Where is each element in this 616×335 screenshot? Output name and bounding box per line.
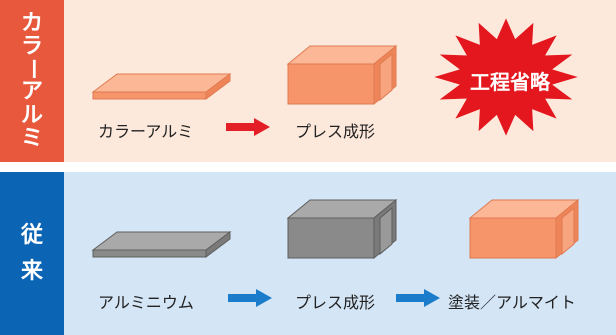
color-aluminum-label: カラーアルミ (98, 122, 194, 141)
coating-anodizing-label: 塗装／アルマイト (448, 293, 576, 312)
color-aluminum-panel: カ ラ ー ア ル ミ 工程省略 カラーアルミ プレス成形 (0, 0, 616, 162)
right-arrow-icon (396, 289, 440, 307)
side-label-char: ー (19, 58, 45, 81)
flat-sheet-icon (91, 73, 232, 100)
side-label-char: ル (20, 102, 43, 128)
coated-box-icon (468, 198, 580, 260)
press-forming-label: プレス成形 (295, 293, 376, 312)
conventional-panel: 従 来 アルミニウム プレス成形 塗装／アルマイト (0, 172, 616, 335)
side-label-char: カ (20, 11, 43, 37)
side-label-char: 来 (20, 258, 43, 284)
right-arrow-icon (228, 289, 272, 307)
starburst-icon (434, 18, 578, 136)
burst-label: 工程省略 (470, 70, 550, 94)
press-forming-label: プレス成形 (295, 122, 376, 141)
side-label-char: 従 (20, 223, 43, 249)
flat-sheet-icon (91, 231, 232, 258)
pressed-box-icon (286, 44, 398, 106)
conventional-side-label: 従 来 (0, 172, 64, 335)
side-label-char: ミ (20, 125, 43, 151)
aluminum-label: アルミニウム (98, 293, 194, 312)
pressed-box-icon (286, 198, 398, 260)
side-label-char: ラ (20, 34, 43, 60)
side-label-char: ア (20, 79, 43, 105)
right-arrow-icon (226, 118, 270, 136)
color-aluminum-side-label: カ ラ ー ア ル ミ (0, 0, 64, 162)
